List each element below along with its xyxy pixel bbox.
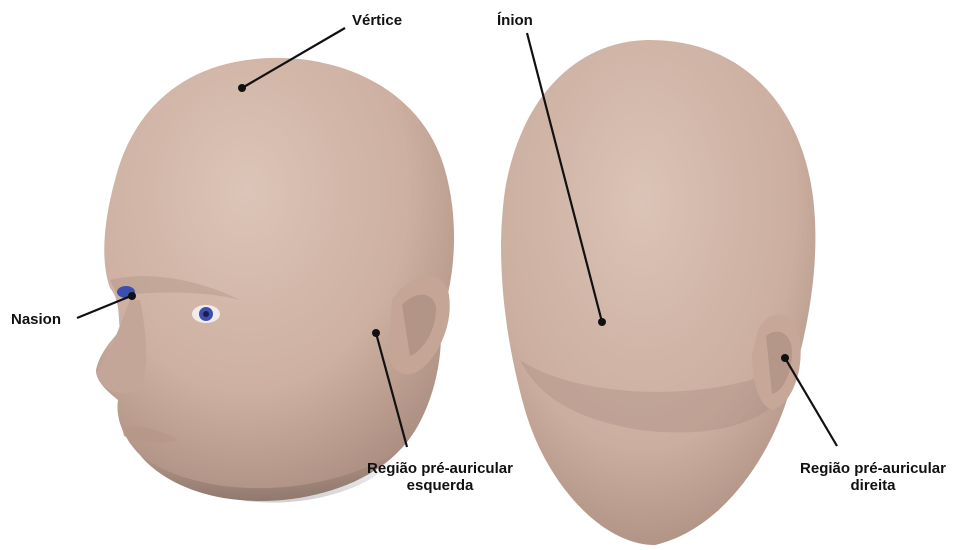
left-preauricular-label: Região pré-auricular esquerda	[340, 460, 540, 494]
vertex-label: Vértice	[352, 12, 402, 29]
vertex-dot	[238, 84, 246, 92]
right-preauricular-label-line1: Região pré-auricular	[773, 460, 973, 477]
left-preauricular-dot	[372, 329, 380, 337]
right-preauricular-label-line2: direita	[773, 477, 973, 494]
nasion-dot	[128, 292, 136, 300]
inion-dot	[598, 318, 606, 326]
left-preauricular-label-line1: Região pré-auricular	[340, 460, 540, 477]
nasion-label: Nasion	[11, 311, 61, 328]
right-preauricular-dot	[781, 354, 789, 362]
right-preauricular-label: Região pré-auricular direita	[773, 460, 973, 494]
inion-label: Ínion	[497, 12, 533, 29]
left-head	[96, 58, 454, 503]
left-preauricular-label-line2: esquerda	[340, 477, 540, 494]
right-preauricular-leader	[785, 358, 837, 446]
